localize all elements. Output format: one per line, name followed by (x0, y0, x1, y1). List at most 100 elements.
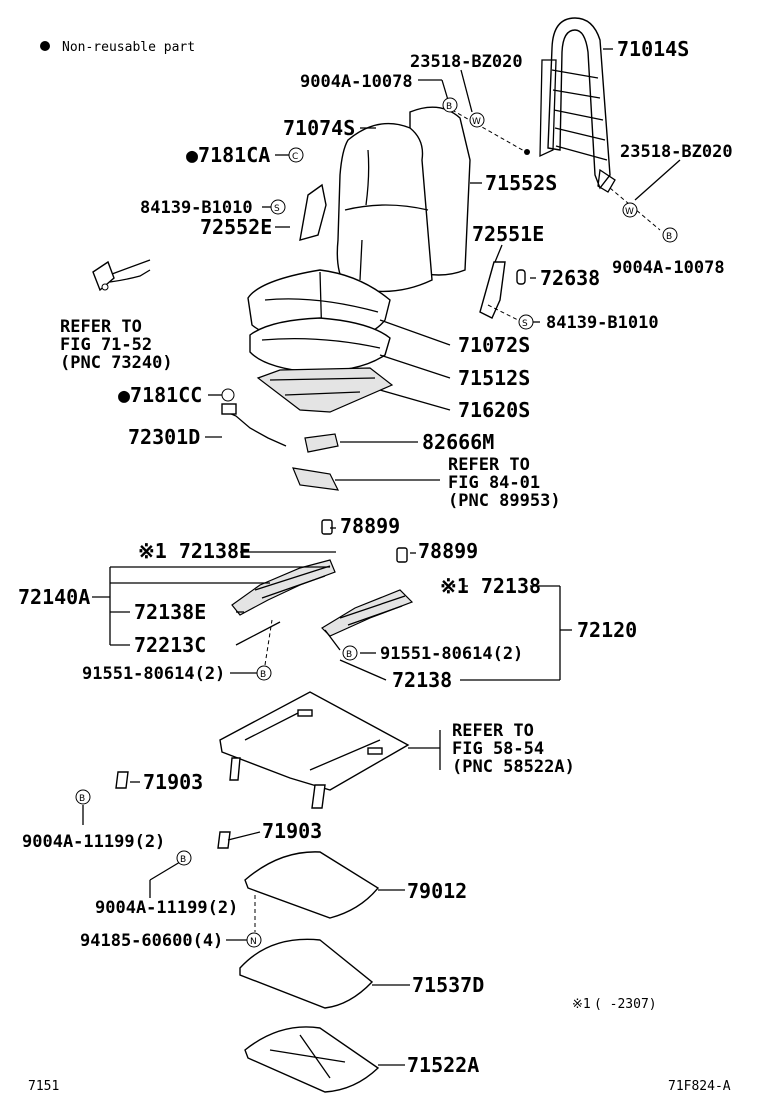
symbol-c-icon (288, 147, 304, 163)
svg-text:B: B (346, 650, 352, 660)
part-79012-drawing (244, 851, 380, 919)
label-72138E: 72138E (134, 600, 206, 624)
label-72138-note: ※1 72138 (440, 574, 541, 598)
label-72138: 72138 (392, 668, 452, 692)
svg-text:B: B (446, 102, 452, 112)
shield-right-drawing (479, 261, 506, 319)
label-9004A-10078-right: 9004A-10078 (612, 258, 725, 278)
label-72120: 72120 (577, 618, 637, 642)
label-78899-right: 78899 (418, 539, 478, 563)
symbol-n-icon (246, 932, 262, 948)
label-72638: 72638 (540, 266, 600, 290)
label-91551-left: 91551-80614(2) (82, 664, 225, 684)
refer-84-01-line2: FIG 84-01 (448, 473, 540, 493)
seat-adjuster-rails-drawing (231, 519, 414, 651)
refer-71-52-line1: REFER TO (60, 317, 142, 337)
svg-text:S: S (274, 204, 280, 214)
label-23518-BZ020-top: 23518-BZ020 (410, 52, 523, 72)
footnote-text: ( -2307) (594, 997, 657, 1012)
part-71903b-drawing (217, 831, 231, 849)
label-71903-bottom: 71903 (262, 819, 322, 843)
refer-84-01-line3: (PNC 89953) (448, 491, 561, 511)
symbol-b-icon (442, 97, 458, 113)
part-72638-drawing (516, 269, 526, 285)
svg-text:W: W (625, 207, 634, 217)
label-84139-B1010-left: 84139-B1010 (140, 198, 253, 218)
svg-text:B: B (260, 670, 266, 680)
label-7181CA: ●7181CA (186, 143, 270, 167)
label-79012: 79012 (407, 879, 467, 903)
seat-back-frame-drawing (524, 17, 616, 193)
symbol-w-icon (469, 112, 485, 128)
label-9004A-11199-bottom: 9004A-11199(2) (95, 898, 238, 918)
refer-58-54-line3: (PNC 58522A) (452, 757, 575, 777)
leader-lines (82, 48, 681, 1066)
o-ring-icon (221, 388, 235, 402)
part-71903a-drawing (115, 771, 129, 789)
connector-drawing (221, 403, 237, 415)
seat-cushion-drawing (247, 269, 394, 413)
label-71537D: 71537D (412, 973, 484, 997)
label-72552E: 72552E (200, 215, 272, 239)
label-71014S: 71014S (617, 37, 689, 61)
shield-left-drawing (299, 183, 327, 241)
wire-harness-drawing (92, 259, 151, 292)
label-72140A: 72140A (18, 585, 90, 609)
label-71552S: 71552S (485, 171, 557, 195)
floor-pan-drawing (219, 691, 410, 809)
label-71522A: 71522A (407, 1053, 479, 1077)
label-91551-right: 91551-80614(2) (380, 644, 523, 664)
label-71074S: 71074S (283, 116, 355, 140)
part-71537D-drawing (239, 938, 374, 1009)
symbol-b-icon (256, 665, 272, 681)
figure-id: 71F824-A (668, 1079, 731, 1094)
label-78899-left: 78899 (340, 514, 400, 538)
symbol-b-icon (75, 789, 91, 805)
legend-text: Non-reusable part (62, 40, 195, 55)
label-9004A-11199-top: 9004A-11199(2) (22, 832, 165, 852)
label-94185-60600: 94185-60600(4) (80, 931, 223, 951)
label-84139-B1010-right: 84139-B1010 (546, 313, 659, 333)
refer-71-52-line2: FIG 71-52 (60, 335, 152, 355)
symbol-b-icon (662, 227, 678, 243)
label-71072S: 71072S (458, 333, 530, 357)
refer-58-54-line2: FIG 58-54 (452, 739, 544, 759)
svg-text:W: W (472, 117, 481, 127)
non-reusable-bullet-icon (40, 41, 50, 51)
label-71620S: 71620S (458, 398, 530, 422)
switch-drawing (292, 467, 340, 491)
part-82666M-drawing (304, 433, 339, 453)
label-71512S: 71512S (458, 366, 530, 390)
label-9004A-10078-top: 9004A-10078 (300, 72, 413, 92)
seat-back-cushion-drawing (336, 106, 471, 293)
svg-text:B: B (666, 232, 672, 242)
refer-71-52-line3: (PNC 73240) (60, 353, 173, 373)
symbol-s-icon (518, 314, 534, 330)
label-72551E: 72551E (472, 222, 544, 246)
cable-72301D-drawing (221, 409, 287, 447)
svg-text:B: B (180, 855, 186, 865)
svg-text:C: C (292, 152, 298, 162)
label-7181CC: ●7181CC (118, 383, 202, 407)
svg-text:S: S (522, 319, 528, 329)
refer-84-01-line1: REFER TO (448, 455, 530, 475)
label-71903-top: 71903 (143, 770, 203, 794)
label-72138E-note: ※1 72138E (138, 539, 251, 563)
refer-58-54-line1: REFER TO (452, 721, 534, 741)
symbol-w-icon (622, 202, 638, 218)
page-id: 7151 (28, 1079, 59, 1094)
part-71522A-drawing (244, 1026, 380, 1093)
label-23518-BZ020-right: 23518-BZ020 (620, 142, 733, 162)
label-82666M: 82666M (422, 430, 494, 454)
svg-text:B: B (79, 794, 85, 804)
symbol-markers: B W C S W B S B B B B N (75, 97, 678, 948)
symbol-b-icon (342, 645, 358, 661)
symbol-b-icon (176, 850, 192, 866)
label-72301D: 72301D (128, 425, 200, 449)
label-72213C: 72213C (134, 633, 206, 657)
svg-text:N: N (250, 937, 257, 947)
symbol-s-icon (270, 199, 286, 215)
footnote-mark: ※1 (572, 997, 591, 1012)
